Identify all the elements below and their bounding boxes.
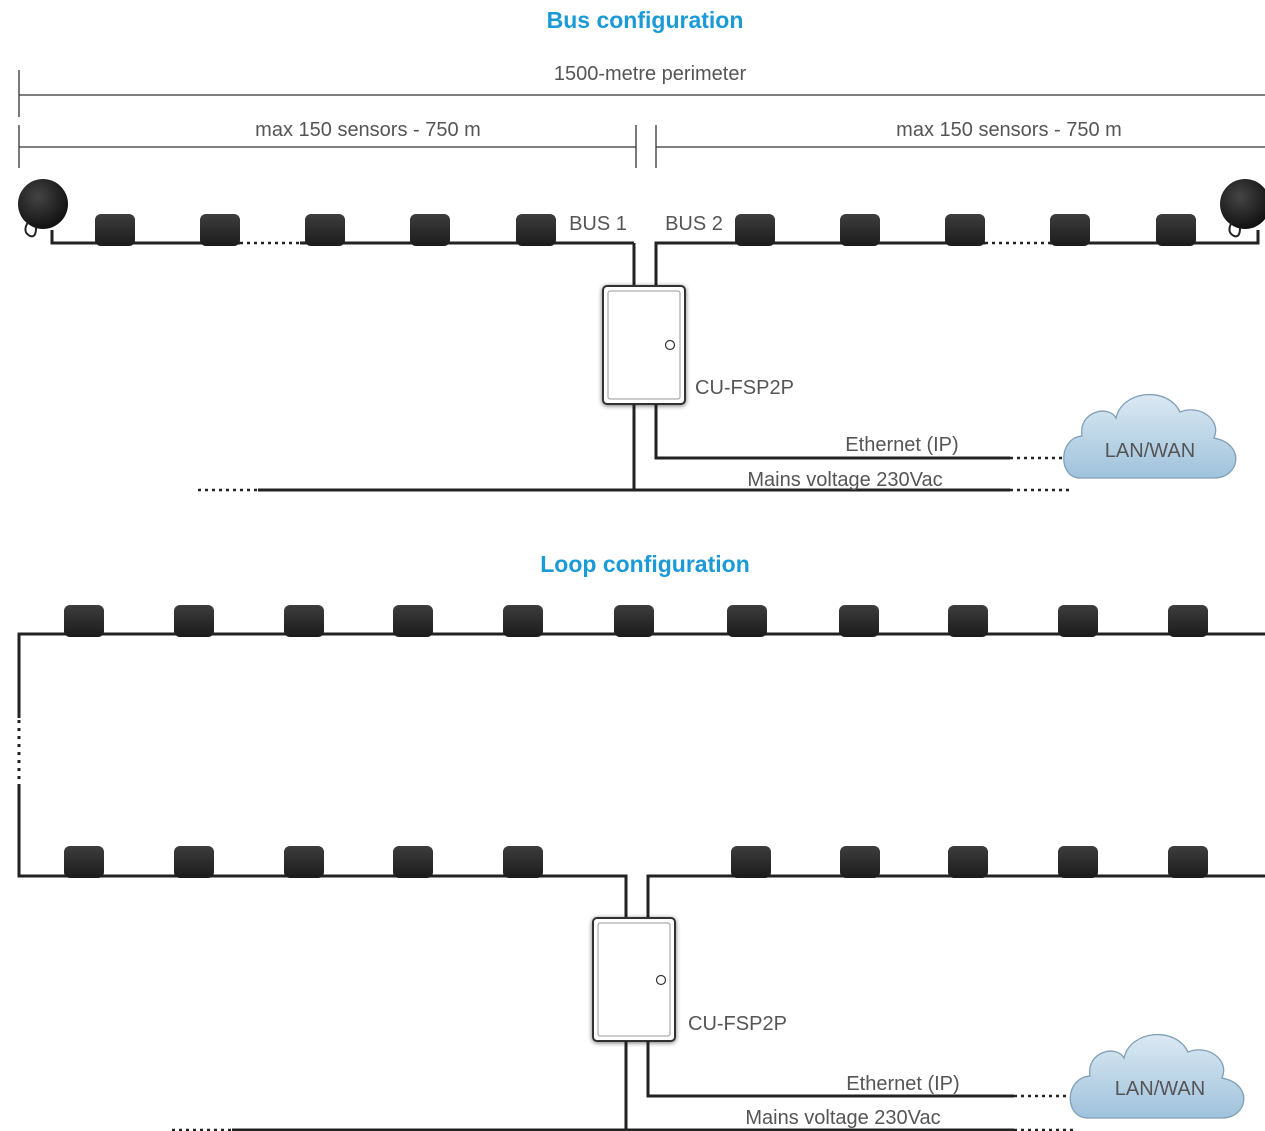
- loop-configuration-section: Loop configuration: [17, 551, 1265, 1131]
- sensor-icon: [284, 846, 324, 878]
- right-segment-label: max 150 sensors - 750 m: [896, 119, 1122, 141]
- sensor-icon: [516, 214, 556, 246]
- sensor-icon: [305, 214, 345, 246]
- sensor-icon: [410, 214, 450, 246]
- mains-label: Mains voltage 230Vac: [745, 1107, 940, 1129]
- ethernet-label: Ethernet (IP): [846, 1073, 959, 1095]
- terminator-icon: [1220, 179, 1265, 238]
- sensor-icon: [945, 214, 985, 246]
- controller-label: CU-FSP2P: [695, 377, 794, 399]
- sensor-icon: [174, 605, 214, 637]
- sensor-icon: [839, 605, 879, 637]
- sensor-icon: [1156, 214, 1196, 246]
- sensor-icon: [1058, 846, 1098, 878]
- sensor-icon: [1058, 605, 1098, 637]
- controller-label: CU-FSP2P: [688, 1013, 787, 1035]
- sensor-icon: [735, 214, 775, 246]
- left-segment-dimension-line: [18, 125, 637, 168]
- ethernet-cable: [654, 404, 1066, 460]
- bus1-cable: [50, 230, 636, 290]
- sensor-icon: [840, 214, 880, 246]
- ethernet-label: Ethernet (IP): [845, 434, 958, 456]
- sensor-icon: [503, 846, 543, 878]
- sensor-icon: [1168, 605, 1208, 637]
- cloud-icon: [1069, 1033, 1245, 1119]
- sensor-icon: [284, 605, 324, 637]
- sensor-icon: [200, 214, 240, 246]
- sensor-icon: [64, 605, 104, 637]
- sensor-icon: [1168, 846, 1208, 878]
- sensor-icon: [840, 846, 880, 878]
- sensor-icon: [393, 846, 433, 878]
- sensor-icon: [503, 605, 543, 637]
- ethernet-cable: [646, 1041, 1074, 1098]
- mains-cable: [198, 404, 1070, 492]
- sensor-icon: [1050, 214, 1090, 246]
- control-unit-icon: [602, 285, 686, 405]
- perimeter-dimension-line: [18, 70, 1265, 117]
- loop-configuration-title: Loop configuration: [540, 551, 750, 577]
- bus2-label: BUS 2: [665, 213, 723, 235]
- sensor-icon: [731, 846, 771, 878]
- right-segment-dimension-line: [655, 125, 1265, 168]
- cloud-label: LAN/WAN: [1105, 440, 1195, 462]
- bus-configuration-section: Bus configuration 1500-metre perimeter m…: [18, 7, 1265, 492]
- sensor-icon: [727, 605, 767, 637]
- sensor-icon: [95, 214, 135, 246]
- bus1-label: BUS 1: [569, 213, 627, 235]
- control-unit-icon: [592, 917, 676, 1042]
- cloud-icon: [1063, 393, 1237, 479]
- bus-configuration-title: Bus configuration: [547, 7, 744, 33]
- cloud-label: LAN/WAN: [1115, 1078, 1205, 1100]
- sensor-icon: [174, 846, 214, 878]
- left-segment-label: max 150 sensors - 750 m: [255, 119, 481, 141]
- sensor-icon: [393, 605, 433, 637]
- sensor-icon: [64, 846, 104, 878]
- mains-label: Mains voltage 230Vac: [747, 469, 942, 491]
- mains-cable: [172, 1041, 1074, 1131]
- terminator-icon: [18, 179, 68, 238]
- perimeter-label: 1500-metre perimeter: [554, 63, 747, 85]
- sensor-icon: [948, 605, 988, 637]
- sensor-icon: [614, 605, 654, 637]
- sensor-icon: [948, 846, 988, 878]
